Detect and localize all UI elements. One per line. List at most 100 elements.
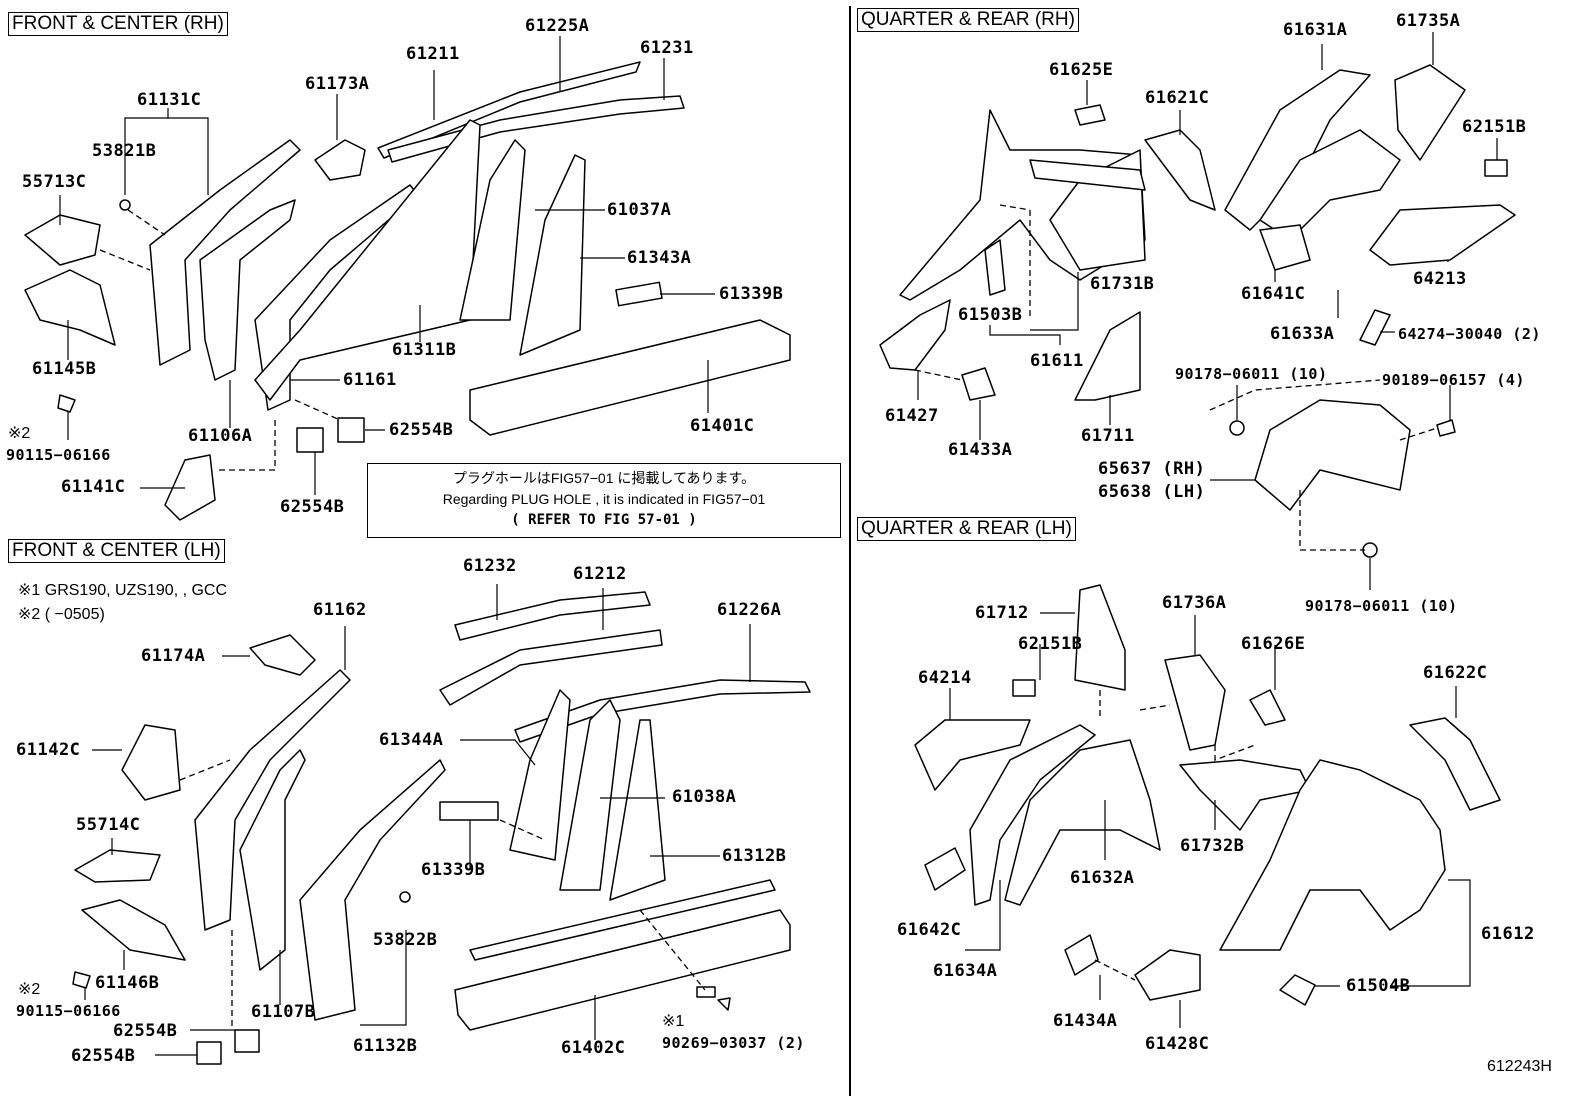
part-label[interactable]: 61107B	[251, 1002, 316, 1022]
part-label[interactable]: 61173A	[305, 74, 370, 94]
part-label[interactable]: 61212	[573, 564, 627, 584]
part-label[interactable]: 53822B	[373, 930, 438, 950]
part-label[interactable]: 61142C	[16, 740, 81, 760]
front-lh-parts	[72, 584, 811, 1065]
part-label[interactable]: 61339B	[719, 284, 784, 304]
part-label[interactable]: 61402C	[561, 1038, 626, 1058]
part-label[interactable]: 61632A	[1070, 868, 1135, 888]
plug-hole-ref: ( REFER TO FIG 57-01 )	[511, 512, 697, 528]
part-label[interactable]: 61633A	[1270, 324, 1335, 344]
part-label[interactable]: 61625E	[1049, 60, 1114, 80]
part-label[interactable]: 61312B	[722, 846, 787, 866]
rail-61625e	[1074, 104, 1106, 126]
part-label[interactable]: 61433A	[948, 440, 1013, 460]
bracket-61434a	[1064, 934, 1099, 976]
part-label[interactable]: 61146B	[95, 973, 160, 993]
part-label[interactable]: 90178−06011 (10)	[1305, 597, 1458, 615]
part-label[interactable]: 53821B	[92, 141, 157, 161]
part-label[interactable]: 61174A	[141, 646, 206, 666]
part-label[interactable]: 61231	[640, 38, 694, 58]
part-label[interactable]: 61622C	[1423, 663, 1488, 683]
part-label[interactable]: 61232	[463, 556, 517, 576]
part-label[interactable]: 61642C	[897, 920, 962, 940]
bracket-61641c	[1259, 224, 1311, 271]
part-label[interactable]: 61621C	[1145, 88, 1210, 108]
section-front-lh: FRONT & CENTER (LH)	[8, 539, 225, 563]
part-label[interactable]: 90189−06157 (4)	[1382, 371, 1525, 389]
part-label[interactable]: 61427	[885, 406, 939, 426]
part-label[interactable]: 61343A	[627, 248, 692, 268]
part-label[interactable]: 61038A	[672, 787, 737, 807]
part-label[interactable]: 61503B	[958, 305, 1023, 325]
part-label[interactable]: 61161	[343, 370, 397, 390]
bracket-61503b	[984, 239, 1006, 296]
bolt-90115-a	[57, 394, 76, 413]
part-label[interactable]: 62554B	[280, 497, 345, 517]
bracket-61433a	[961, 367, 996, 401]
part-label[interactable]: 61732B	[1180, 836, 1245, 856]
clip-90269	[717, 997, 731, 1011]
part-label[interactable]: 61141C	[61, 477, 126, 497]
part-label[interactable]: 61162	[313, 600, 367, 620]
part-label[interactable]: 61145B	[32, 359, 97, 379]
part-label[interactable]: 61225A	[525, 16, 590, 36]
pillar-61106a	[199, 199, 296, 381]
part-label[interactable]: 61428C	[1145, 1034, 1210, 1054]
part-label[interactable]: 64213	[1413, 269, 1467, 289]
part-label[interactable]: 61631A	[1283, 20, 1348, 40]
pillar-61712	[1074, 584, 1126, 691]
part-label[interactable]: 62151B	[1462, 117, 1527, 137]
part-label[interactable]: 61434A	[1053, 1011, 1118, 1031]
part-label[interactable]: 61504B	[1346, 976, 1411, 996]
section-divider	[849, 6, 851, 1096]
quarter-rh-parts	[879, 32, 1516, 590]
part-label[interactable]: 61037A	[607, 200, 672, 220]
part-label[interactable]: 90269−03037 (2)	[662, 1034, 805, 1052]
roof-rail-61225a	[377, 61, 641, 159]
part-label[interactable]: 61611	[1030, 351, 1084, 371]
part-label[interactable]: 61311B	[392, 340, 457, 360]
part-label[interactable]: 61612	[1481, 924, 1535, 944]
roof-rail-61231	[387, 95, 685, 163]
clip-90189	[1436, 419, 1456, 437]
part-label[interactable]: 61131C	[137, 90, 202, 110]
part-label[interactable]: 90178−06011 (10)	[1175, 365, 1328, 383]
part-label[interactable]: 61339B	[421, 860, 486, 880]
part-label[interactable]: 61132B	[353, 1036, 418, 1056]
pad-61339b	[615, 281, 663, 307]
part-label[interactable]: 61344A	[379, 730, 444, 750]
part-label[interactable]: 61106A	[188, 426, 253, 446]
bracket-61145b	[24, 269, 116, 346]
part-label[interactable]: 61735A	[1396, 11, 1461, 31]
part-label[interactable]: 62554B	[71, 1046, 136, 1066]
strip-64274	[1359, 309, 1391, 346]
part-label[interactable]: 55714C	[76, 815, 141, 835]
part-label[interactable]: 62554B	[113, 1021, 178, 1041]
pad-61402-tab	[696, 986, 716, 998]
part-label[interactable]: 61736A	[1162, 593, 1227, 613]
part-label[interactable]: 55713C	[22, 172, 87, 192]
part-label[interactable]: 61731B	[1090, 274, 1155, 294]
part-label[interactable]: 61401C	[690, 416, 755, 436]
part-label[interactable]: 64214	[918, 668, 972, 688]
part-label[interactable]: 61711	[1081, 426, 1135, 446]
part-label[interactable]: 90115−06166	[16, 1002, 121, 1020]
part-label[interactable]: 65638 (LH)	[1098, 482, 1206, 502]
bracket-55713c	[24, 214, 101, 266]
part-label[interactable]: 61712	[975, 603, 1029, 623]
part-label[interactable]: 61634A	[933, 961, 998, 981]
part-label[interactable]: 61211	[406, 44, 460, 64]
part-label[interactable]: 61626E	[1241, 634, 1306, 654]
part-label[interactable]: 90115−06166	[6, 446, 111, 464]
wheelhouse-61634a	[969, 724, 1096, 906]
part-label[interactable]: 62554B	[389, 420, 454, 440]
part-label[interactable]: 61226A	[717, 600, 782, 620]
part-label[interactable]: 62151B	[1018, 634, 1083, 654]
plug-hole-note: プラグホールはFIG57−01 に掲載してあります。 Regarding PLU…	[367, 463, 841, 538]
part-label[interactable]: 61641C	[1241, 284, 1306, 304]
part-label[interactable]: 64274−30040 (2)	[1398, 325, 1541, 343]
pad-62151b-a	[1484, 159, 1508, 177]
pillar-61038a	[559, 699, 621, 891]
part-label[interactable]: 65637 (RH)	[1098, 459, 1206, 479]
